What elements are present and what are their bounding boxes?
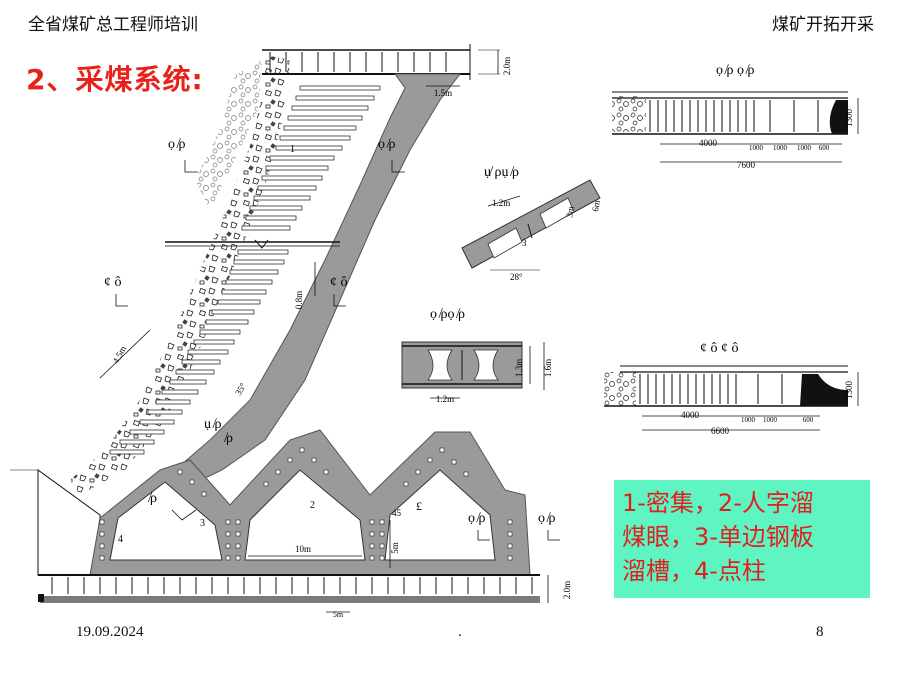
detail-chute-marker: ụ̸ ρụ ̸ρ — [484, 165, 519, 180]
detail-cross: ọ ̸ρọ ̸ρ 1.2m 1.3m 1.6m — [401, 307, 553, 404]
chute-h2-label: 6m — [590, 199, 602, 212]
bottom-roadway: 2.0m 5m — [10, 469, 572, 619]
elev-top-1000b: 1000 — [773, 144, 788, 152]
chute-angle-label: 28° — [510, 272, 523, 282]
elev-bottom-4000: 4000 — [681, 410, 700, 420]
footer-center: . — [458, 624, 462, 640]
elev-bottom-total: 6600 — [711, 426, 730, 436]
section-title: 2、采煤系统: — [26, 63, 204, 96]
pound-symbol: £ — [416, 499, 422, 513]
chamber-structure: 10m 5m 45 2 3 4 £ — [37, 429, 531, 576]
elev-top-1000c: 1000 — [797, 144, 812, 152]
elev-bottom-height: 1300 — [844, 381, 854, 400]
dim-10m: 10m — [295, 544, 311, 554]
footer-page-number: 8 — [816, 624, 824, 640]
legend-box: 1-密集，2-人字溜 煤眼，3-单边钢板 溜槽，4-点柱 — [614, 480, 870, 598]
dim-5m-vertical: 5m — [390, 542, 400, 554]
dim-5m-bottom: 5m — [333, 610, 344, 619]
marker-g3: ¢ ô — [104, 275, 122, 290]
marker-g8: ọ ̸ρ — [538, 511, 556, 526]
marker-g1: ọ ̸ρ — [168, 137, 186, 152]
legend-line-3: 溜槽，4-点柱 — [622, 557, 766, 585]
dim-0-8m: 0.8m — [294, 262, 316, 309]
elev-top-1000a: 1000 — [749, 144, 764, 152]
section-markers: ọ ̸ρ ọ ̸ρ ¢ ô ¢ ô ụ ̸ρ ̸ρ ̸ρ ọ ̸ρ ọ ̸ρ — [104, 137, 560, 541]
elev-top-total: 7600 — [737, 160, 756, 170]
crib-stacks — [109, 85, 381, 455]
bottom-roadway-height-label: 2.0m — [562, 581, 572, 599]
legend-line-2: 煤眼，3-单边钢板 — [622, 523, 814, 551]
top-roadway: 2.0m — [262, 44, 512, 80]
cross-width-label: 1.2m — [436, 394, 454, 404]
label-45: 45 — [392, 508, 402, 518]
dim-1-5m: 1.5m — [426, 85, 460, 98]
marker-g10: ̸ρ — [223, 431, 233, 446]
elev-bottom-1000a: 1000 — [741, 416, 756, 424]
header-course-title: 全省煤矿总工程师培训 — [28, 15, 198, 35]
dim-4-5m: 4.5m — [99, 329, 151, 379]
elev-top-600: 600 — [819, 144, 830, 152]
detail-chute: ụ̸ ρụ ̸ρ 1.2m 3m 6m 3 28° — [461, 165, 602, 282]
cross-h1-label: 1.3m — [514, 359, 524, 377]
elev-bottom-1000b: 1000 — [763, 416, 778, 424]
marker-g2: ọ ̸ρ — [378, 137, 396, 152]
legend-line-1: 1-密集，2-人字溜 — [622, 489, 814, 517]
svg-text:0.8m: 0.8m — [294, 291, 304, 309]
cross-h2-label: 1.6m — [543, 359, 553, 377]
label-2: 2 — [310, 500, 315, 511]
top-roadway-height-label: 2.0m — [502, 57, 512, 75]
elev-top-4000: 4000 — [699, 138, 718, 148]
elev-bottom-600: 600 — [803, 416, 814, 424]
detail-cross-marker: ọ ̸ρọ ̸ρ — [430, 307, 465, 322]
angle-35-label: 35° — [233, 381, 248, 397]
chute-num-label: 3 — [522, 238, 527, 248]
main-longwall-section: 2.0m — [10, 44, 572, 619]
goaf-rubble — [70, 55, 290, 495]
label-1: 1 — [290, 144, 295, 155]
elevation-top: ọ ̸ρ ọ ̸ρ 1300 4000 1000 1000 1000 600 7… — [612, 63, 859, 170]
elev-top-height: 1300 — [844, 109, 854, 128]
label-4: 4 — [118, 534, 123, 545]
chute-h-label: 3m — [564, 205, 576, 218]
marker-g7: ọ ̸ρ — [468, 511, 486, 526]
sublevel-line — [165, 239, 340, 249]
elev-top-label: ọ ̸ρ ọ ̸ρ — [716, 63, 754, 78]
svg-text:1.5m: 1.5m — [434, 88, 452, 98]
elevation-bottom: ¢ ô ¢ ô 1300 4000 1000 1000 600 6600 — [604, 341, 859, 436]
header-topic: 煤矿开拓开采 — [772, 15, 874, 35]
marker-g9: ụ ̸ρ — [204, 417, 222, 432]
label-3: 3 — [200, 518, 205, 529]
footer-date: 19.09.2024 — [76, 624, 144, 640]
marker-g10b: ̸ρ — [147, 491, 157, 506]
marker-g4: ¢ ô — [330, 275, 348, 290]
svg-text:4.5m: 4.5m — [111, 344, 128, 365]
chute-width-label: 1.2m — [492, 198, 510, 208]
elev-bottom-label: ¢ ô ¢ ô — [700, 341, 739, 356]
